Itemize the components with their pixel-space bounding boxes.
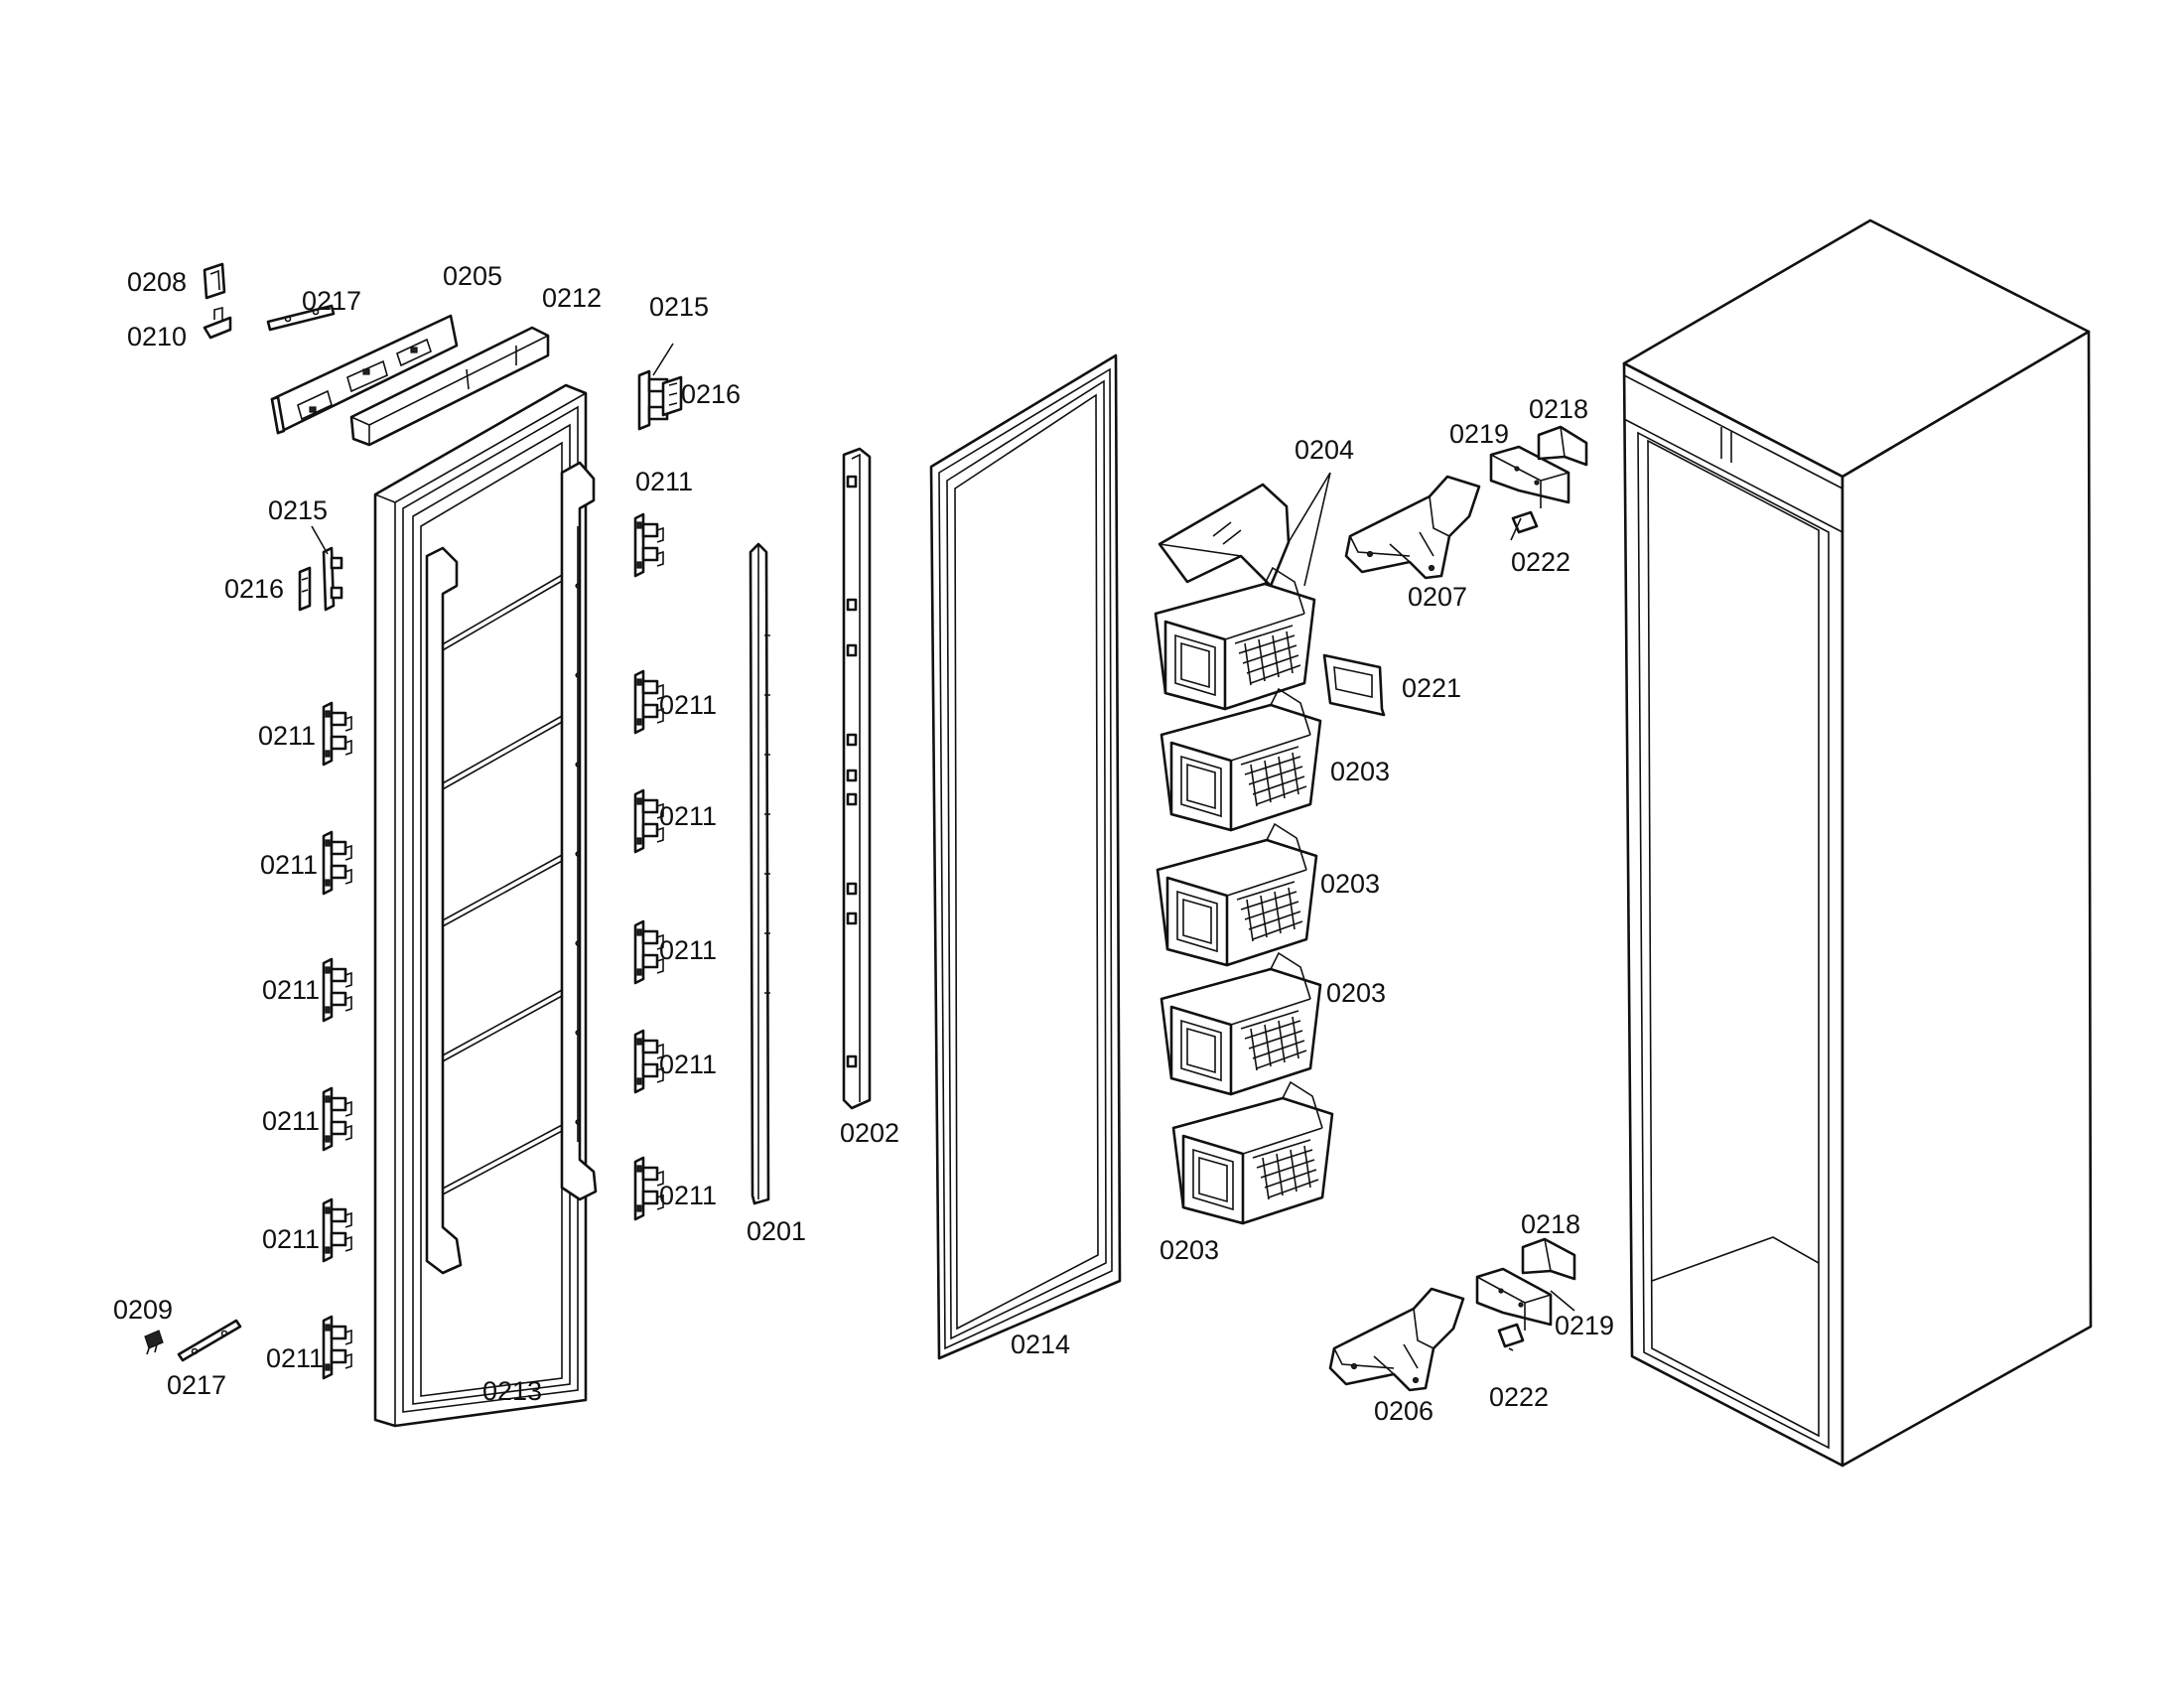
part-0217-bottom — [177, 1319, 242, 1362]
part-0207-upper-hinge — [1344, 475, 1481, 580]
part-0219-upper — [1489, 445, 1570, 508]
label-0211-right-2: 0211 — [659, 690, 717, 720]
label-0203-1: 0203 — [1330, 757, 1390, 786]
part-0211-left-3 — [322, 957, 353, 1023]
label-0211-right-4: 0211 — [659, 935, 717, 965]
part-0215-0216-lower — [298, 546, 343, 612]
label-0207: 0207 — [1408, 582, 1467, 612]
part-0210 — [203, 306, 232, 340]
label-0211-left-5: 0211 — [262, 1224, 320, 1254]
leader-lines — [311, 343, 1575, 1351]
part-0211-left-6 — [322, 1315, 353, 1380]
part-0203-bin-4 — [1171, 1080, 1334, 1225]
label-0217-top: 0217 — [302, 286, 361, 316]
label-0219-upper: 0219 — [1449, 419, 1509, 449]
label-0214: 0214 — [1011, 1330, 1070, 1359]
part-0203-bin-2 — [1156, 822, 1318, 967]
label-0208: 0208 — [127, 267, 187, 297]
label-0211-left-6: 0211 — [266, 1343, 324, 1373]
label-0211-left-3: 0211 — [262, 975, 320, 1005]
label-0210: 0210 — [127, 322, 187, 351]
part-0205-control-board — [270, 314, 459, 435]
label-0211-left-2: 0211 — [260, 850, 318, 880]
part-0214-gasket — [929, 353, 1122, 1360]
label-0222-upper: 0222 — [1511, 547, 1570, 577]
label-0202: 0202 — [840, 1118, 899, 1148]
label-0203-4: 0203 — [1160, 1235, 1219, 1265]
part-0222-lower — [1497, 1323, 1525, 1348]
label-0215-upper: 0215 — [649, 292, 709, 322]
part-0211-left-5 — [322, 1197, 353, 1263]
label-0203-3: 0203 — [1326, 978, 1386, 1008]
label-0206: 0206 — [1374, 1396, 1433, 1426]
label-0218-lower: 0218 — [1521, 1209, 1580, 1239]
label-0205: 0205 — [443, 261, 502, 291]
part-0209 — [144, 1330, 164, 1355]
label-0215-lower: 0215 — [268, 495, 328, 525]
part-0215-0216-upper — [637, 369, 683, 431]
label-0222-lower: 0222 — [1489, 1382, 1549, 1412]
part-0202-strip — [842, 447, 872, 1110]
label-0211-right-5: 0211 — [659, 1050, 717, 1079]
label-0201: 0201 — [747, 1216, 806, 1246]
label-0211-left-4: 0211 — [262, 1106, 320, 1136]
label-0219-lower: 0219 — [1555, 1311, 1614, 1340]
part-0219-lower — [1475, 1267, 1553, 1331]
part-0212-housing — [349, 326, 550, 447]
label-0213: 0213 — [482, 1376, 542, 1406]
part-0221 — [1322, 653, 1386, 717]
label-0203-2: 0203 — [1320, 869, 1380, 899]
label-0211-left-1: 0211 — [258, 721, 316, 751]
label-0211-right-1: 0211 — [635, 467, 693, 496]
part-0211-left-4 — [322, 1086, 353, 1152]
label-0212: 0212 — [542, 283, 602, 313]
part-0206-lower-hinge — [1328, 1287, 1465, 1392]
part-0208 — [203, 262, 226, 300]
part-0203-bin-3 — [1160, 951, 1322, 1096]
part-labels: 0208 0210 0217 0205 0212 0215 0216 0215 … — [113, 261, 1614, 1426]
part-0218-lower — [1521, 1237, 1576, 1281]
label-0209: 0209 — [113, 1295, 173, 1325]
label-0218-upper: 0218 — [1529, 394, 1588, 424]
part-0204-cover — [1158, 483, 1291, 588]
label-0211-right-6: 0211 — [659, 1181, 717, 1210]
label-0217-bottom: 0217 — [167, 1370, 226, 1400]
part-0201-strip — [749, 542, 770, 1205]
label-0204: 0204 — [1295, 435, 1354, 465]
part-0218-upper — [1537, 425, 1588, 467]
part-0211-left-2 — [322, 830, 353, 896]
part-0217-top — [266, 304, 336, 332]
part-0203-bin-1 — [1160, 687, 1322, 832]
part-0211-left-1 — [322, 701, 353, 767]
part-0211-right-1 — [633, 512, 665, 578]
part-0213-door-liner — [373, 383, 598, 1428]
refrigerator-cabinet — [1622, 218, 2093, 1468]
label-0216-lower: 0216 — [224, 574, 284, 604]
label-0221: 0221 — [1402, 673, 1461, 703]
label-0216-upper: 0216 — [681, 379, 741, 409]
label-0211-right-3: 0211 — [659, 801, 717, 831]
part-0204-bin — [1154, 566, 1316, 711]
